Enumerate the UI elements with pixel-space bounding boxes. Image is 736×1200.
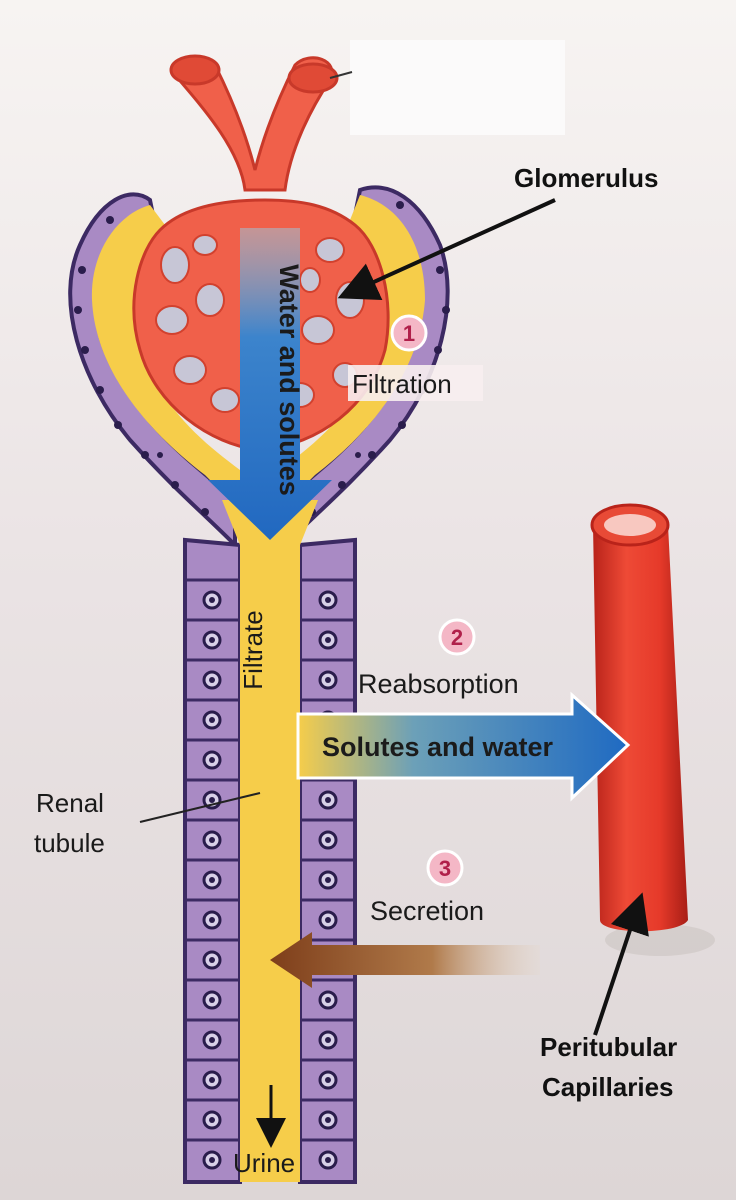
water-solutes-arrow	[208, 228, 332, 540]
step-2-circle	[438, 618, 476, 656]
renal-tubule	[183, 500, 357, 1184]
renal-tubule-label-line1: Renal	[36, 788, 104, 818]
step-2-number: 2	[451, 625, 463, 650]
renal-tubule-label-line2: tubule	[34, 828, 105, 858]
renal-tubule-leader-line	[139, 792, 261, 823]
solutes-water-label: Solutes and water	[322, 732, 554, 762]
peritubular-label-line1: Peritubular	[540, 1032, 677, 1062]
filtration-label: Filtration	[352, 369, 452, 399]
filtrate-label: Filtrate	[238, 610, 268, 689]
step-3-circle	[426, 849, 464, 887]
urine-label: Urine	[233, 1148, 295, 1178]
secretion-arrow	[270, 932, 540, 988]
step-1-circle	[390, 314, 428, 352]
water-solutes-label: Water and solutes	[274, 264, 304, 496]
peritubular-label-line2: Capillaries	[542, 1072, 674, 1102]
step-3-number: 3	[439, 856, 451, 881]
solutes-water-arrow	[296, 691, 631, 802]
glomerulus-pointer-icon	[337, 198, 556, 301]
step-1-number: 1	[403, 321, 415, 346]
secretion-label: Secretion	[370, 896, 484, 926]
filtration-label-backdrop	[348, 365, 483, 401]
reabsorption-label: Reabsorption	[358, 669, 519, 699]
peritubular-pointer-icon	[593, 892, 649, 1036]
white-patch	[350, 40, 565, 135]
glomerulus-label: Glomerulus	[514, 163, 658, 193]
